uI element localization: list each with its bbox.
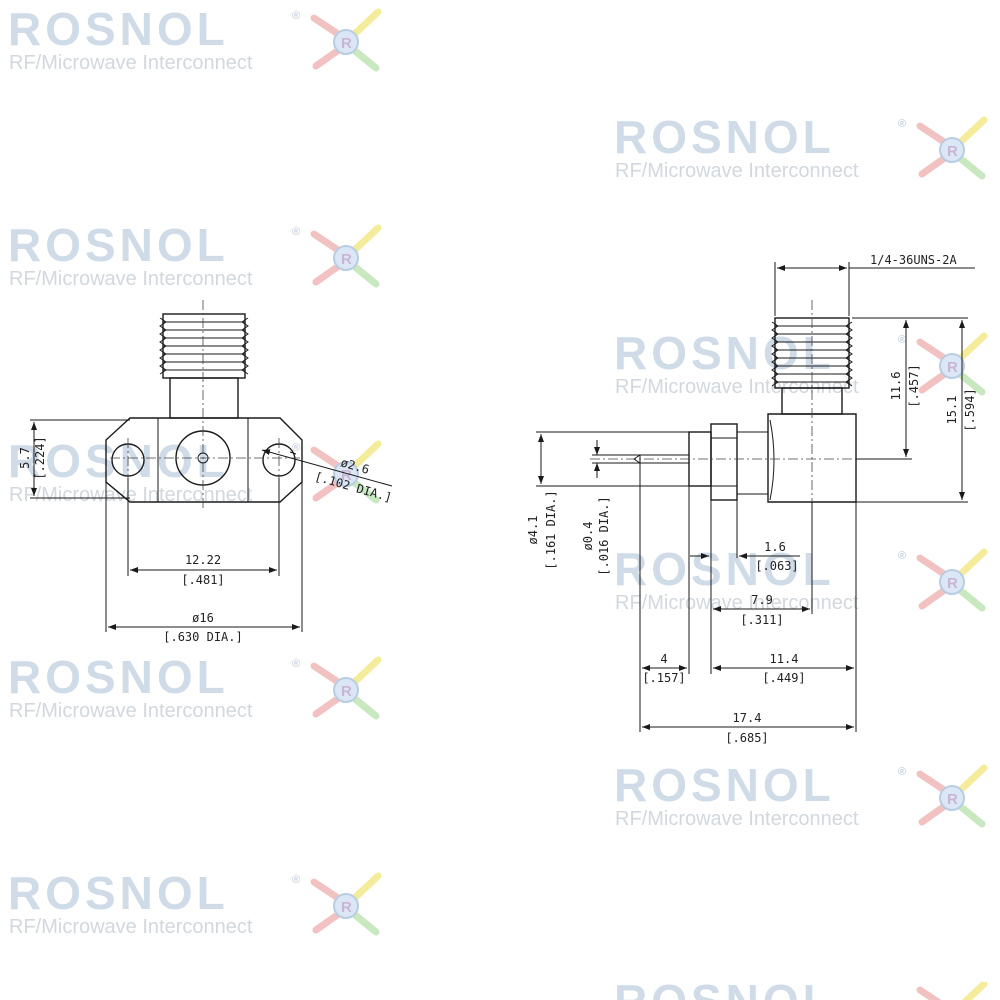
r-star-logo-icon: R — [916, 764, 988, 828]
dim-7-9: 7.9 — [751, 593, 773, 607]
r-star-logo-icon: R — [310, 656, 382, 720]
dim-311: [.311] — [740, 613, 783, 627]
dim-12-22: 12.22 — [185, 553, 221, 567]
watermark: ROSNOL ® RF/Microwave Interconnect R — [8, 870, 388, 944]
watermark-registered-mark: ® — [292, 226, 301, 238]
watermark-tagline: RF/Microwave Interconnect — [9, 916, 253, 938]
dim-2-6: ø2.6 — [339, 455, 371, 476]
r-star-logo-icon: R — [310, 440, 382, 504]
watermark-brand: ROSNOL — [8, 435, 229, 487]
watermark-brand: ROSNOL — [8, 651, 229, 703]
dim-630: [.630 DIA.] — [163, 630, 242, 644]
watermark-registered-mark: ® — [292, 442, 301, 454]
dim-5-7: 5.7 — [18, 447, 32, 469]
watermark-brand: ROSNOL — [614, 111, 835, 163]
watermark-tagline: RF/Microwave Interconnect — [9, 484, 253, 506]
svg-text:R: R — [947, 359, 958, 376]
dim-4-1: ø4.1 — [526, 516, 540, 545]
r-star-logo-icon: R — [310, 872, 382, 936]
watermark-brand: ROSNOL — [614, 982, 835, 1000]
dim-063: [.063] — [755, 559, 798, 573]
watermark-tagline: RF/Microwave Interconnect — [615, 160, 859, 182]
dim-15-1: 15.1 — [945, 396, 959, 425]
watermark-registered-mark: ® — [898, 334, 907, 346]
watermark: ROSNOL ® RF/Microwave Interconnect R — [614, 762, 994, 836]
watermark-brand: ROSNOL — [8, 3, 229, 55]
dim-11-4: 11.4 — [770, 652, 799, 666]
watermark-brand: ROSNOL — [8, 867, 229, 919]
watermark-brand: ROSNOL — [8, 219, 229, 271]
watermark-registered-mark: ® — [898, 766, 907, 778]
dim-16: ø16 — [192, 611, 214, 625]
watermark: ROSNOL ® RF/Microwave Interconnect R — [614, 114, 994, 188]
watermark-registered-mark: ® — [898, 550, 907, 562]
svg-text:R: R — [341, 35, 352, 52]
watermark-brand: ROSNOL — [614, 543, 835, 595]
dim-457: [.457] — [907, 364, 921, 407]
dim-4: 4 — [660, 652, 667, 666]
front-view — [105, 300, 303, 508]
flange-side — [710, 423, 738, 501]
svg-text:R: R — [341, 683, 352, 700]
dim-157: [.157] — [642, 671, 685, 685]
dim-17-4: 17.4 — [733, 711, 762, 725]
dim-161: [.161 DIA.] — [544, 490, 558, 569]
watermark-registered-mark: ® — [292, 10, 301, 22]
watermark-tagline: RF/Microwave Interconnect — [9, 268, 253, 290]
watermark-registered-mark: ® — [898, 118, 907, 130]
flange-outline — [105, 417, 303, 503]
r-star-logo-icon: R — [310, 224, 382, 288]
dim-0-4: ø0.4 — [581, 522, 595, 551]
svg-text:R: R — [947, 143, 958, 160]
watermark: ROSNOL ® RF/Microwave Interconnect R — [614, 546, 994, 620]
dim-thread: 1/4-36UNS-2A — [870, 253, 957, 267]
thread-body — [159, 313, 249, 419]
svg-text:R: R — [947, 791, 958, 808]
front-view-dimensions: 5.7 [.224] ø2.6 [.102 DIA.] 12.22 [.481]… — [18, 419, 393, 644]
dim-685: [.685] — [725, 731, 768, 745]
svg-text:R: R — [341, 251, 352, 268]
svg-text:R: R — [341, 467, 352, 484]
r-star-logo-icon: R — [916, 548, 988, 612]
watermark: ROSNOL — [614, 982, 994, 1000]
watermark: ROSNOL ® RF/Microwave Interconnect R — [8, 6, 388, 80]
watermark-tagline: RF/Microwave Interconnect — [9, 700, 253, 722]
svg-text:R: R — [947, 575, 958, 592]
dim-016: [.016 DIA.] — [597, 496, 611, 575]
watermark: ROSNOL ® RF/Microwave Interconnect R — [8, 222, 388, 296]
side-view — [590, 300, 870, 520]
dim-224: [.224] — [33, 436, 47, 479]
watermark: ROSNOL ® RF/Microwave Interconnect R — [8, 654, 388, 728]
dim-594: [.594] — [963, 388, 977, 431]
watermark: ROSNOL ® RF/Microwave Interconnect R — [8, 438, 388, 512]
watermark-tagline: RF/Microwave Interconnect — [9, 52, 253, 74]
watermark-brand: ROSNOL — [614, 327, 835, 379]
watermark-registered-mark: ® — [292, 658, 301, 670]
r-star-logo-icon: R — [916, 332, 988, 396]
r-star-logo-icon: R — [916, 116, 988, 180]
r-star-logo-icon: R — [310, 8, 382, 72]
watermark-brand: ROSNOL — [614, 759, 835, 811]
dim-1-6: 1.6 — [764, 540, 786, 554]
svg-text:R: R — [341, 899, 352, 916]
watermark-tagline: RF/Microwave Interconnect — [615, 808, 859, 830]
dim-11-6: 11.6 — [889, 372, 903, 401]
r-star-logo-icon — [916, 982, 988, 1000]
side-view-dimensions: 1/4-36UNS-2A 11.6 [.457] 15.1 [.594] ø4.… — [526, 253, 977, 745]
dim-449: [.449] — [762, 671, 805, 685]
dim-481: [.481] — [181, 573, 224, 587]
dim-102: [.102 DIA.] — [313, 469, 393, 504]
watermark-registered-mark: ® — [292, 874, 301, 886]
